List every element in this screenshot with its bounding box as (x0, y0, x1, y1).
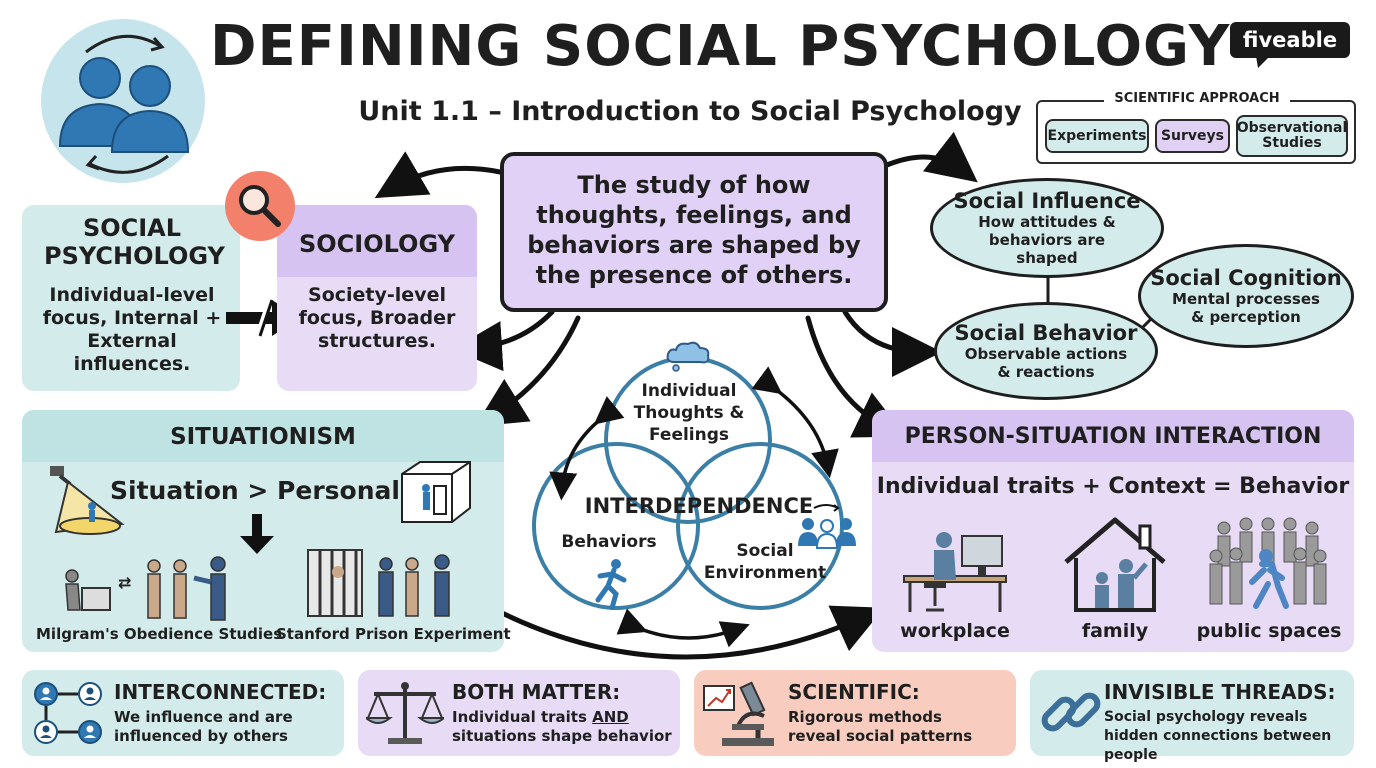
footer-interconnected-description: We influence and are influenced by other… (114, 708, 293, 745)
down-arrow-icon (240, 514, 274, 554)
group-people-icon (798, 504, 856, 549)
concept-social-cognition: Social Cognition Mental processes & perc… (1138, 244, 1354, 348)
footer-interconnected-title: INTERCONNECTED: (114, 680, 327, 704)
venn-behaviors-label: Behaviors (561, 532, 657, 552)
page-subtitle: Unit 1.1 – Introduction to Social Psycho… (358, 96, 1022, 127)
method-experiments: Experiments (1045, 119, 1149, 153)
microscope-icon (703, 681, 774, 746)
method-observational-studies: Observational Studies (1236, 115, 1348, 157)
concept-social-cognition-description: Mental processes & perception (1172, 290, 1320, 326)
social-psychology-card (22, 205, 240, 391)
footer-invisible-threads-title: INVISIBLE THREADS: (1104, 680, 1336, 704)
chain-link-icon (1041, 692, 1101, 732)
concept-social-influence-description: How attitudes & behaviors are shaped (978, 213, 1116, 267)
footer-both-matter-emphasis: AND (592, 708, 629, 726)
person-situation-equation: Individual traits + Context = Behavior (876, 474, 1350, 499)
sociology-description: Society-level focus, Broader structures. (298, 284, 456, 352)
footer-invisible-threads-description: Social psychology reveals hidden connect… (1104, 709, 1332, 763)
svg-text:⇄: ⇄ (118, 573, 131, 592)
venn-thoughts-feelings-label: Individual Thoughts & Feelings (633, 381, 745, 445)
crowd-icon (1209, 517, 1327, 609)
definition-text: The study of how thoughts, feelings, and… (527, 171, 861, 289)
concept-social-influence: Social Influence How attitudes & behavio… (930, 178, 1164, 278)
brand-speech-tail-icon (1256, 56, 1270, 68)
method-surveys: Surveys (1155, 119, 1230, 153)
connected-people-icon (34, 682, 102, 744)
footer-scientific-title: SCIENTIFIC: (788, 680, 920, 704)
setting-public-spaces-label: public spaces (1196, 620, 1342, 642)
social-psychology-title: SOCIAL PSYCHOLOGY (44, 214, 225, 270)
brand-logo: fiveable (1230, 22, 1350, 58)
situationism-claim: Situation > Personality (110, 476, 437, 505)
concept-social-behavior: Social Behavior Observable actions & rea… (934, 302, 1158, 400)
social-psychology-description: Individual-level focus, Internal + Exter… (42, 284, 222, 375)
prison-experiment-illustration (307, 549, 450, 617)
person-situation-title: PERSON-SITUATION INTERACTION (904, 424, 1322, 449)
situationism-panel (22, 410, 504, 652)
sociology-title: SOCIOLOGY (298, 230, 456, 258)
footer-both-matter-title: BOTH MATTER: (452, 680, 621, 704)
venn-social-environment-label: Social Environment (703, 541, 827, 583)
situationism-title: SITUATIONISM (170, 424, 356, 450)
thought-cloud-icon (666, 341, 710, 372)
room-with-person-icon (401, 461, 471, 523)
concept-social-cognition-title: Social Cognition (1150, 266, 1342, 290)
magnifier-icon (225, 171, 295, 241)
workplace-icon (903, 532, 1007, 612)
stanford-study-label: Stanford Prison Experiment (276, 625, 511, 643)
footer-both-matter-description: Individual traits AND situations shape b… (452, 708, 672, 745)
social-exchange-logo-icon (41, 19, 205, 183)
setting-family-label: family (1081, 620, 1149, 642)
spotlight-icon (50, 466, 125, 535)
definition-box (500, 152, 888, 312)
milgram-study-label: Milgram's Obedience Studies (36, 625, 283, 643)
page-title: DEFINING SOCIAL PSYCHOLOGY (210, 14, 1231, 79)
footer-scientific-description: Rigorous methods reveal social patterns (788, 708, 973, 745)
concept-social-influence-title: Social Influence (953, 189, 1141, 213)
milgram-experiment-illustration: ⇄ (65, 556, 226, 621)
brand-name: fiveable (1242, 28, 1338, 52)
family-home-icon (1064, 517, 1166, 612)
footer-card-invisible-threads (1030, 670, 1354, 756)
concept-social-behavior-title: Social Behavior (954, 321, 1138, 345)
footer-card-interconnected (22, 670, 344, 756)
interdependence-title: INTERDEPENDENCE (584, 494, 814, 518)
person-situation-panel (872, 410, 1354, 652)
sociology-card (277, 205, 477, 391)
concept-social-behavior-description: Observable actions & reactions (964, 345, 1128, 381)
scientific-approach-heading: SCIENTIFIC APPROACH (1104, 91, 1290, 106)
running-person-icon (595, 559, 627, 610)
balance-scale-icon (366, 682, 444, 744)
setting-workplace-label: workplace (900, 620, 1010, 642)
